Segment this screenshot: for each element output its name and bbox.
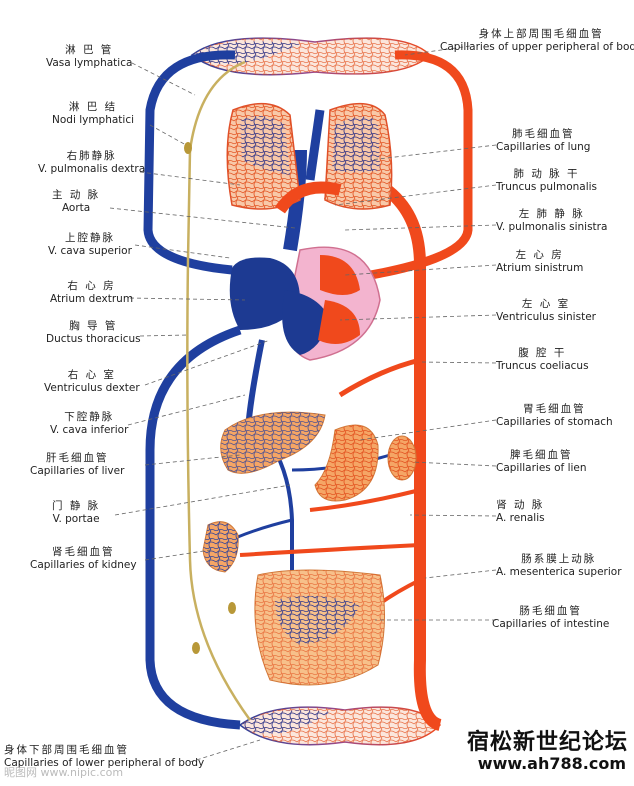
label-capillaries-lower-peripheral: 身体下部周围毛细血管 Capillaries of lower peripher… <box>4 744 204 770</box>
label-atrium-sinistrum-en: Atrium sinistrum <box>496 262 584 274</box>
label-a-renalis: 肾 动 脉 A. renalis <box>496 499 545 525</box>
venous-vessels <box>143 50 391 730</box>
label-truncus-pulmonalis: 肺 动 脉 干 Truncus pulmonalis <box>496 168 597 194</box>
label-v-pulmonalis-dextra-en: V. pulmonalis dextra <box>38 163 146 175</box>
label-atrium-dextrum-zh: 右 心 房 <box>67 280 116 292</box>
heart <box>229 109 381 361</box>
label-v-pulmonalis-dextra: 右肺静脉 V. pulmonalis dextra <box>38 150 145 176</box>
label-v-pulmonalis-dextra-zh: 右肺静脉 <box>66 150 117 162</box>
label-capillaries-of-liver-en: Capillaries of liver <box>30 465 125 477</box>
label-capillaries-lower-peripheral-en: Capillaries of lower peripheral of body <box>4 757 205 769</box>
label-nodi-lymphatici-zh: 淋 巴 结 <box>68 101 118 113</box>
label-v-pulmonalis-sinistra-zh: 左 肺 静 脉 <box>518 208 585 220</box>
label-ventriculus-sinister-en: Ventriculus sinister <box>496 311 596 323</box>
label-atrium-dextrum: 右 心 房 Atrium dextrum <box>50 280 133 306</box>
label-ductus-thoracicus-en: Ductus thoracicus <box>46 333 141 345</box>
label-capillaries-of-kidney-zh: 肾毛细血管 <box>52 546 115 558</box>
label-truncus-coeliacus: 腹 腔 干 Truncus coeliacus <box>496 347 589 373</box>
label-v-pulmonalis-sinistra: 左 肺 静 脉 V. pulmonalis sinistra <box>496 208 607 234</box>
label-v-cava-superior-en: V. cava superior <box>48 245 132 257</box>
label-capillaries-of-kidney: 肾毛细血管 Capillaries of kidney <box>30 546 137 572</box>
label-capillaries-of-intestine-en: Capillaries of intestine <box>492 618 610 630</box>
label-capillaries-of-kidney-en: Capillaries of kidney <box>30 559 137 571</box>
label-a-renalis-zh: 肾 动 脉 <box>496 499 545 511</box>
label-truncus-pulmonalis-en: Truncus pulmonalis <box>496 181 598 193</box>
label-capillaries-of-intestine: 肠毛细血管 Capillaries of intestine <box>492 605 609 631</box>
label-nodi-lymphatici: 淋 巴 结 Nodi lymphatici <box>52 101 134 127</box>
label-capillaries-upper-peripheral-en: Capillaries of upper peripheral of body <box>440 41 634 53</box>
watermark-url: www.ah788.com <box>477 754 626 773</box>
label-v-portae-zh: 门 静 脉 <box>52 500 101 512</box>
liver-capillaries <box>220 411 326 474</box>
label-capillaries-of-stomach-en: Capillaries of stomach <box>496 416 613 428</box>
label-capillaries-of-liver-zh: 肝毛细血管 <box>45 452 109 464</box>
label-capillaries-of-lung: 肺毛细血管 Capillaries of lung <box>496 128 590 154</box>
watermark-nipic: 昵图网 www.nipic.com <box>4 766 124 779</box>
label-v-cava-inferior-en: V. cava inferior <box>50 424 129 436</box>
label-atrium-dextrum-en: Atrium dextrum <box>50 293 134 305</box>
label-ventriculus-dexter-en: Ventriculus dexter <box>44 382 140 394</box>
label-truncus-coeliacus-en: Truncus coeliacus <box>496 360 589 372</box>
label-v-portae: 门 静 脉 V. portae <box>52 500 100 526</box>
label-v-cava-superior-zh: 上腔静脉 <box>64 232 115 244</box>
label-nodi-lymphatici-en: Nodi lymphatici <box>52 114 135 126</box>
label-capillaries-lower-peripheral-zh: 身体下部周围毛细血管 <box>4 744 129 756</box>
label-v-portae-en: V. portae <box>52 513 100 525</box>
label-v-pulmonalis-sinistra-en: V. pulmonalis sinistra <box>496 221 608 233</box>
lower-peripheral-capillaries <box>238 706 442 746</box>
label-vasa-lymphatica-zh: 淋 巴 管 <box>65 44 114 56</box>
label-capillaries-of-lien-zh: 脾毛细血管 <box>510 449 573 461</box>
label-atrium-sinistrum: 左 心 房 Atrium sinistrum <box>496 249 583 275</box>
label-ductus-thoracicus-zh: 胸 导 管 <box>69 320 118 332</box>
label-ductus-thoracicus: 胸 导 管 Ductus thoracicus <box>46 320 141 346</box>
label-capillaries-upper-peripheral-zh: 身体上部周围毛细血管 <box>478 28 604 40</box>
label-ventriculus-sinister-zh: 左 心 室 <box>521 298 571 310</box>
label-capillaries-of-stomach-zh: 胃毛细血管 <box>523 403 586 415</box>
label-a-renalis-en: A. renalis <box>496 512 545 524</box>
watermark-forum-name: 宿松新世纪论坛 <box>466 730 628 755</box>
lung-capillaries <box>226 102 393 210</box>
lymph-vessels <box>184 60 252 721</box>
label-a-mesenterica-superior: 肠系膜上动脉 A. mesenterica superior <box>496 553 622 579</box>
label-ventriculus-dexter-zh: 右 心 室 <box>67 369 116 381</box>
label-capillaries-upper-peripheral: 身体上部周围毛细血管 Capillaries of upper peripher… <box>440 28 634 54</box>
label-capillaries-of-intestine-zh: 肠毛细血管 <box>519 605 582 617</box>
label-capillaries-of-lung-zh: 肺毛细血管 <box>511 128 575 140</box>
label-truncus-pulmonalis-zh: 肺 动 脉 干 <box>513 168 580 180</box>
label-aorta-en: Aorta <box>61 202 91 214</box>
spleen-capillaries <box>387 435 417 481</box>
label-atrium-sinistrum-zh: 左 心 房 <box>515 249 564 261</box>
label-capillaries-of-lien-en: Capillaries of lien <box>496 462 587 474</box>
leader-lines <box>109 45 497 763</box>
label-capillaries-of-lung-en: Capillaries of lung <box>496 141 591 153</box>
label-vasa-lymphatica: 淋 巴 管 Vasa lymphatica <box>46 44 132 70</box>
label-capillaries-of-liver: 肝毛细血管 Capillaries of liver <box>30 452 124 478</box>
label-ventriculus-dexter: 右 心 室 Ventriculus dexter <box>44 369 140 395</box>
label-capillaries-of-stomach: 胃毛细血管 Capillaries of stomach <box>496 403 613 429</box>
stomach-capillaries <box>314 424 379 502</box>
label-truncus-coeliacus-zh: 腹 腔 干 <box>518 347 567 359</box>
label-v-cava-inferior-zh: 下腔静脉 <box>64 411 115 423</box>
label-a-mesenterica-superior-zh: 肠系膜上动脉 <box>521 553 597 565</box>
intestine-capillaries <box>254 569 385 686</box>
label-v-cava-superior: 上腔静脉 V. cava superior <box>48 232 132 258</box>
label-vasa-lymphatica-en: Vasa lymphatica <box>46 57 133 69</box>
label-ventriculus-sinister: 左 心 室 Ventriculus sinister <box>496 298 596 324</box>
label-a-mesenterica-superior-en: A. mesenterica superior <box>496 566 622 578</box>
label-aorta-zh: 主 动 脉 <box>52 189 101 201</box>
label-capillaries-of-lien: 脾毛细血管 Capillaries of lien <box>496 449 587 475</box>
kidney-capillaries <box>202 521 239 573</box>
label-v-cava-inferior: 下腔静脉 V. cava inferior <box>50 411 128 437</box>
label-aorta: 主 动 脉 Aorta <box>52 189 100 215</box>
